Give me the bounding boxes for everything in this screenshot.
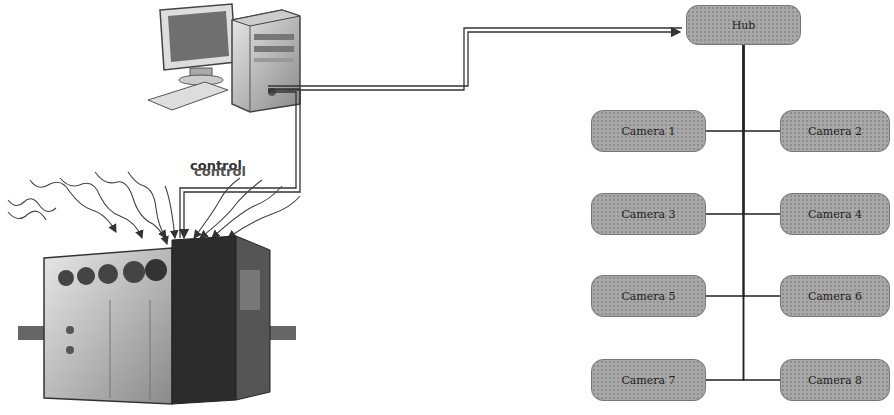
camera-box: Camera 4	[780, 193, 890, 235]
node-label: Camera 8	[802, 374, 868, 387]
hub-box: Hub	[686, 5, 801, 45]
bus-connector	[706, 45, 744, 380]
camera-box: Camera 5	[591, 275, 706, 317]
bus-connector	[706, 45, 744, 214]
bus-connector	[706, 45, 744, 296]
computer-tower	[232, 10, 300, 112]
node-label: Camera 6	[802, 290, 868, 303]
keyboard	[148, 82, 228, 110]
bus-connector	[744, 45, 781, 380]
bus-connector	[744, 45, 781, 214]
camera-box: Camera 1	[591, 110, 706, 152]
bus-connector	[706, 45, 744, 131]
node-label: Camera 5	[615, 290, 681, 303]
node-label: Camera 4	[802, 208, 868, 221]
bus-connector	[744, 45, 781, 131]
camera-box: Camera 6	[780, 275, 890, 317]
monitor	[160, 4, 236, 85]
bus-connector	[744, 45, 781, 296]
camera-box: Camera 7	[591, 359, 706, 401]
node-label: Camera 1	[615, 125, 681, 138]
node-label: Camera 7	[615, 374, 681, 387]
capture-device	[18, 236, 296, 404]
control-signals	[8, 172, 300, 244]
camera-box: Camera 3	[591, 193, 706, 235]
camera-box: Camera 8	[780, 359, 890, 401]
node-label: Camera 3	[615, 208, 681, 221]
node-label: Camera 2	[802, 125, 868, 138]
node-label: Hub	[726, 19, 762, 32]
camera-box: Camera 2	[780, 110, 890, 152]
control-label: control	[194, 164, 246, 179]
